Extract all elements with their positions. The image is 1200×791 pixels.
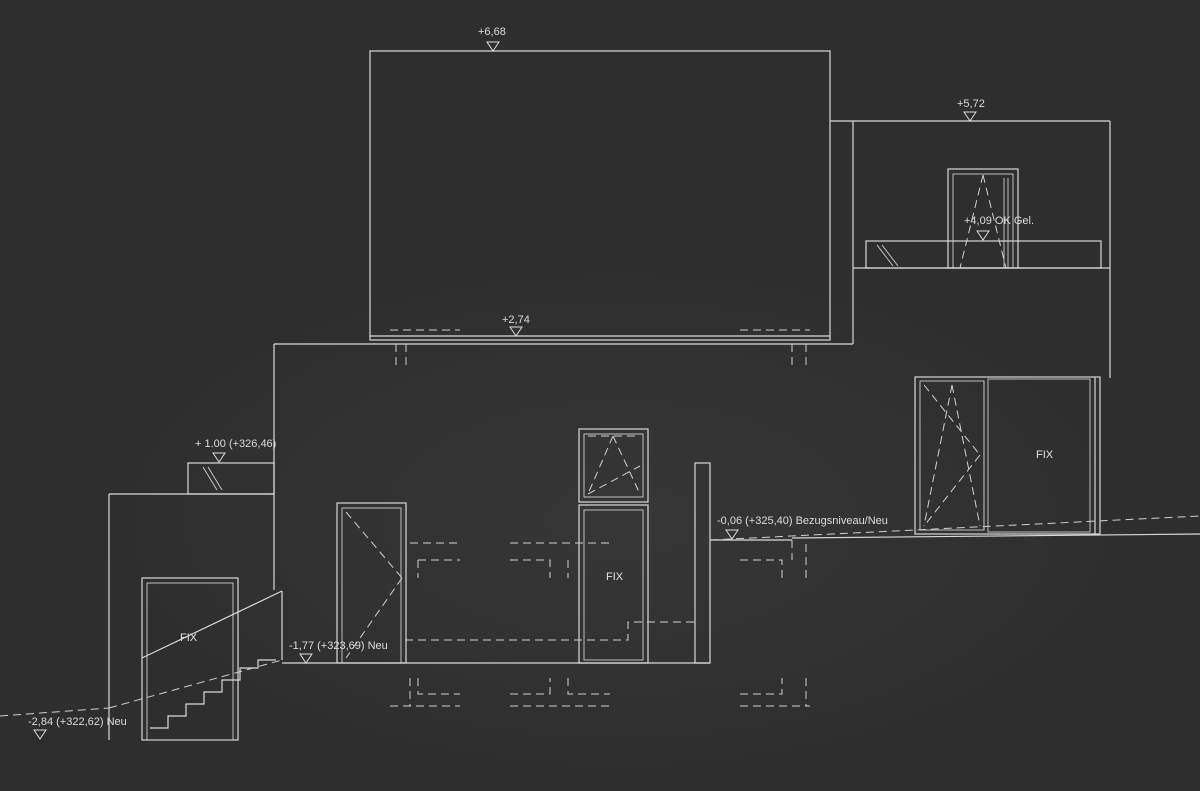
right-volume: [830, 120, 1111, 378]
fix-label-left: FIX: [180, 632, 198, 644]
terrain: [0, 515, 1200, 717]
label-railing-top: +4,09 OK Gel.: [964, 215, 1034, 227]
label-lower-entry: -1,77 (+323,69) Neu: [289, 640, 388, 652]
fix-label-center: FIX: [606, 571, 624, 583]
label-left-terrace: + 1.00 (+326,46): [195, 438, 276, 450]
label-top-roof: +6,68: [478, 26, 506, 38]
upper-volume: [369, 50, 831, 341]
right-windows: [914, 376, 1101, 535]
foundations: [390, 540, 810, 707]
fix-label-right: FIX: [1036, 449, 1054, 461]
label-mid-floor: +2,74: [502, 314, 530, 326]
label-reference: -0,06 (+325,40) Bezugsniveau/Neu: [717, 515, 888, 527]
label-right-roof: +5,72: [957, 98, 985, 110]
left-volume: [108, 462, 283, 741]
level-markers: [33, 41, 990, 740]
background-glow: [100, 260, 1140, 780]
retaining-wall: [282, 462, 792, 664]
label-ground-left: -2,84 (+322,62) Neu: [28, 716, 127, 728]
